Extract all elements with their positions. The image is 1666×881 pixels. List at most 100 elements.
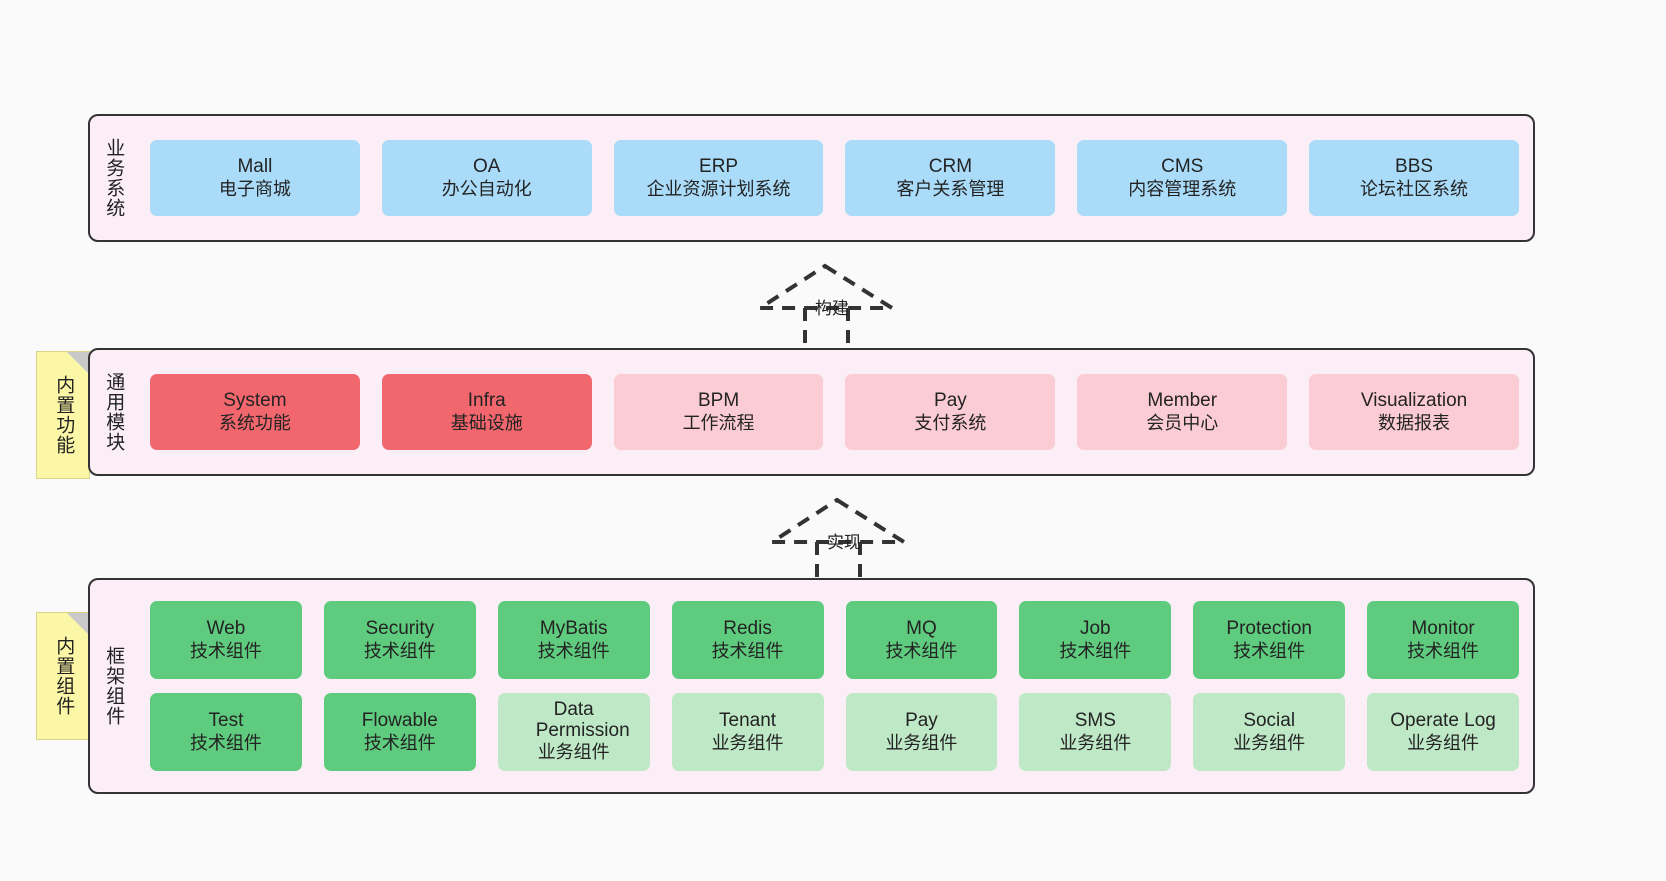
card-title-en: Visualization	[1360, 390, 1468, 412]
layer-body-framework-component: Web 技术组件 Security 技术组件 MyBatis 技术组件 Redi…	[136, 580, 1533, 792]
layer-title-framework-component: 框架组件	[103, 646, 125, 726]
card-title-cn: 业务组件	[885, 732, 958, 753]
card-title-en: Data Permission	[535, 699, 630, 742]
card-title-en: Web	[206, 618, 246, 640]
card-title-cn: 企业资源计划系统	[646, 178, 791, 199]
card-title-cn: 业务组件	[711, 732, 784, 753]
layer-framework-component: 框架组件 Web 技术组件 Security 技术组件 MyBatis 技术组件…	[88, 578, 1535, 794]
layer-title-business-system: 业务系统	[103, 138, 125, 218]
connector-label-implement: 实现	[827, 533, 861, 552]
card-title-en: Test	[208, 710, 244, 732]
card-title-en: Flowable	[361, 710, 438, 732]
card-row: Web 技术组件 Security 技术组件 MyBatis 技术组件 Redi…	[150, 601, 1519, 679]
layer-title-common-module: 通用模块	[103, 372, 125, 452]
note-builtin-function: 内置功能	[36, 351, 90, 479]
connector-shaft	[803, 308, 850, 348]
card-title-en: Protection	[1226, 618, 1312, 640]
card-title-en: Job	[1079, 618, 1111, 640]
card-title-en: System	[223, 390, 287, 412]
card-title-cn: 内容管理系统	[1128, 178, 1237, 199]
card-title-cn: 业务组件	[537, 741, 610, 762]
card-row: Mall 电子商城 OA 办公自动化 ERP 企业资源计划系统 CRM 客户关系…	[150, 140, 1519, 216]
card-pay-business[interactable]: Pay 业务组件	[845, 693, 998, 771]
card-pay[interactable]: Pay 支付系统	[845, 374, 1056, 450]
card-job[interactable]: Job 技术组件	[1019, 601, 1172, 679]
card-title-en: ERP	[699, 156, 739, 178]
note-label: 内置功能	[53, 375, 75, 455]
card-bpm[interactable]: BPM 工作流程	[613, 374, 824, 450]
card-sms[interactable]: SMS 业务组件	[1019, 693, 1172, 771]
card-title-cn: 办公自动化	[441, 178, 532, 199]
note-label: 内置组件	[53, 636, 75, 716]
card-title-cn: 会员中心	[1146, 412, 1219, 433]
card-mall[interactable]: Mall 电子商城	[150, 140, 360, 216]
card-row: Test 技术组件 Flowable 技术组件 Data Permission …	[150, 693, 1519, 771]
card-member[interactable]: Member 会员中心	[1077, 374, 1288, 450]
connector-implement: 实现	[765, 492, 922, 582]
card-operate-log[interactable]: Operate Log 业务组件	[1367, 693, 1519, 771]
note-builtin-component: 内置组件	[36, 612, 90, 740]
card-title-cn: 数据报表	[1378, 412, 1451, 433]
card-system[interactable]: System 系统功能	[150, 374, 360, 450]
card-title-en: SMS	[1074, 710, 1116, 732]
card-title-cn: 工作流程	[682, 412, 755, 433]
card-title-cn: 技术组件	[1233, 640, 1306, 661]
connector-build: 构建	[753, 258, 910, 348]
layer-business-system: 业务系统 Mall 电子商城 OA 办公自动化 ERP 企业资源计划系统 CRM…	[88, 114, 1535, 242]
card-monitor[interactable]: Monitor 技术组件	[1367, 601, 1519, 679]
card-title-en: BPM	[697, 390, 740, 412]
card-title-cn: 支付系统	[914, 412, 987, 433]
card-title-en: Monitor	[1411, 618, 1475, 640]
note-fold-corner-icon	[67, 613, 89, 635]
card-title-cn: 技术组件	[885, 640, 958, 661]
card-title-cn: 技术组件	[363, 640, 436, 661]
card-title-en: Operate Log	[1390, 710, 1496, 732]
connector-shaft	[815, 542, 862, 582]
card-tenant[interactable]: Tenant 业务组件	[671, 693, 824, 771]
card-mq[interactable]: MQ 技术组件	[845, 601, 998, 679]
card-title-cn: 技术组件	[189, 732, 262, 753]
card-redis[interactable]: Redis 技术组件	[671, 601, 824, 679]
card-title-cn: 系统功能	[218, 412, 291, 433]
card-title-en: Infra	[467, 390, 506, 412]
card-cms[interactable]: CMS 内容管理系统	[1077, 140, 1288, 216]
card-title-en: Pay	[934, 390, 967, 412]
card-title-cn: 技术组件	[537, 640, 610, 661]
card-title-en: MyBatis	[539, 618, 608, 640]
card-title-en: OA	[473, 156, 501, 178]
card-title-en: Member	[1147, 390, 1218, 412]
card-title-en: MQ	[906, 618, 937, 640]
layer-body-business-system: Mall 电子商城 OA 办公自动化 ERP 企业资源计划系统 CRM 客户关系…	[136, 116, 1533, 240]
card-infra[interactable]: Infra 基础设施	[381, 374, 592, 450]
generalization-arrowhead	[753, 263, 899, 310]
card-title-cn: 技术组件	[363, 732, 436, 753]
card-title-en: Tenant	[719, 710, 777, 732]
connector-label-build: 构建	[815, 299, 849, 318]
card-title-cn: 技术组件	[711, 640, 784, 661]
card-test[interactable]: Test 技术组件	[150, 693, 302, 771]
card-title-cn: 客户关系管理	[896, 178, 1005, 199]
card-title-en: BBS	[1395, 156, 1434, 178]
card-visualization[interactable]: Visualization 数据报表	[1309, 374, 1519, 450]
card-data-permission[interactable]: Data Permission 业务组件	[497, 693, 650, 771]
card-title-cn: 技术组件	[1059, 640, 1132, 661]
card-title-en: Pay	[905, 710, 938, 732]
card-title-cn: 技术组件	[189, 640, 262, 661]
card-social[interactable]: Social 业务组件	[1193, 693, 1346, 771]
card-title-en: Social	[1243, 710, 1296, 732]
card-bbs[interactable]: BBS 论坛社区系统	[1309, 140, 1519, 216]
card-flowable[interactable]: Flowable 技术组件	[323, 693, 476, 771]
card-security[interactable]: Security 技术组件	[323, 601, 476, 679]
card-crm[interactable]: CRM 客户关系管理	[845, 140, 1056, 216]
card-protection[interactable]: Protection 技术组件	[1193, 601, 1346, 679]
card-title-cn: 电子商城	[218, 178, 291, 199]
card-erp[interactable]: ERP 企业资源计划系统	[613, 140, 824, 216]
note-fold-corner-icon	[67, 352, 89, 374]
card-title-cn: 业务组件	[1407, 732, 1480, 753]
card-mybatis[interactable]: MyBatis 技术组件	[497, 601, 650, 679]
card-title-en: Security	[365, 618, 435, 640]
card-oa[interactable]: OA 办公自动化	[381, 140, 592, 216]
generalization-arrowhead	[765, 497, 911, 544]
card-web[interactable]: Web 技术组件	[150, 601, 302, 679]
card-title-cn: 技术组件	[1407, 640, 1480, 661]
